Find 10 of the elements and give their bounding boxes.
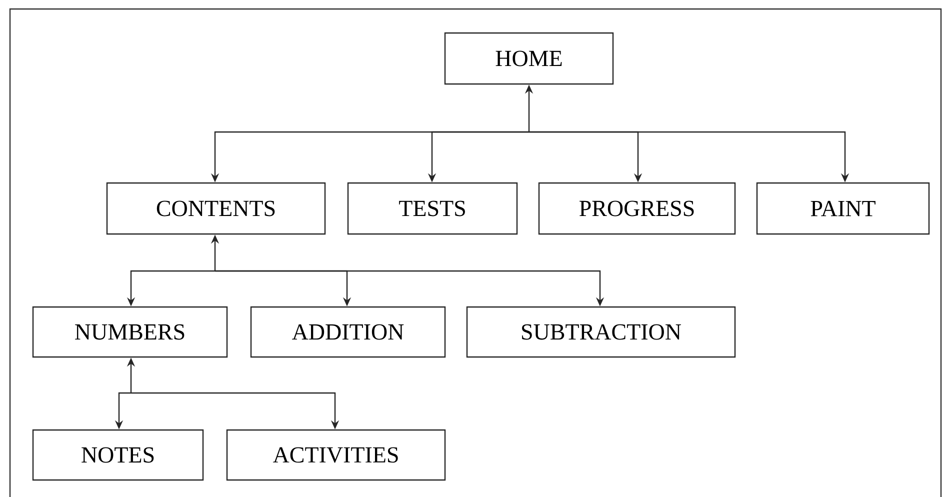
menu-box: PAINT — [756, 182, 930, 235]
menu-box: NOTES — [32, 429, 204, 481]
menu-box: HOME — [444, 32, 614, 85]
menu-box: TESTS — [347, 182, 518, 235]
menu-box: ACTIVITIES — [226, 429, 446, 481]
menu-box: CONTENTS — [106, 182, 326, 235]
menu-box: SUBTRACTION — [466, 306, 736, 358]
menu-box: NUMBERS — [32, 306, 228, 358]
menu-box: PROGRESS — [538, 182, 736, 235]
menu-box: ADDITION — [250, 306, 446, 358]
